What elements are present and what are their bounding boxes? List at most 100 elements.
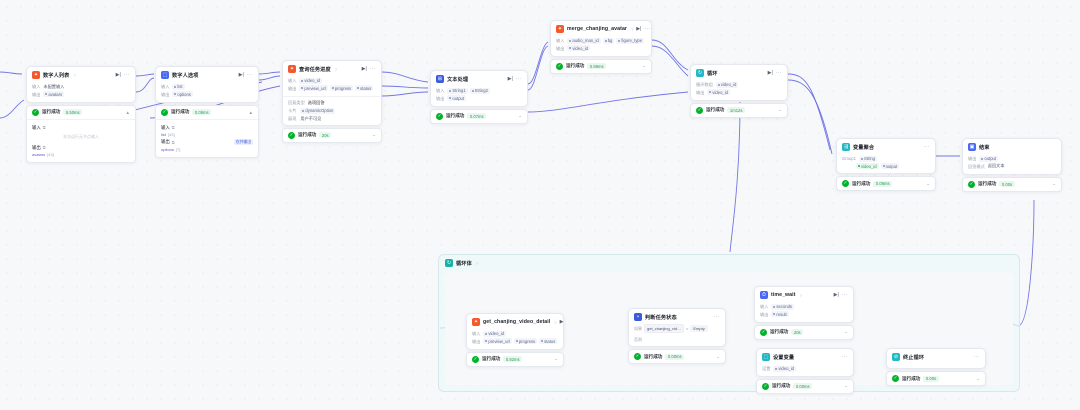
- more-icon[interactable]: ···: [775, 70, 782, 76]
- expand-icon[interactable]: ⌄: [976, 375, 980, 381]
- condition-right[interactable]: Empty: [690, 325, 708, 332]
- status-header[interactable]: ✓ 运行成功 0.00s ⌄: [887, 372, 985, 385]
- collapse-icon[interactable]: ▲: [125, 109, 130, 115]
- run-icon[interactable]: ▶|: [115, 72, 121, 78]
- expand-icon[interactable]: ⌄: [844, 383, 848, 389]
- status-header[interactable]: ✓ 运行成功 0.07ms ⌄: [431, 110, 527, 123]
- node-digital-human-list[interactable]: ✦ 数字人列表 ? ▶|··· 输入 未配置输入 输出 avatars ✓ 运行…: [26, 66, 136, 164]
- more-icon[interactable]: ···: [841, 292, 848, 298]
- node-merge-chanjing-avatar[interactable]: ✦ merge_chanjing_avatar ? ▶|··· 输入 audio…: [550, 20, 652, 74]
- run-icon[interactable]: ▶|: [361, 66, 367, 72]
- expand-icon[interactable]: ⌄: [518, 113, 522, 119]
- status-header[interactable]: ✓ 运行成功 0.89ms ⌄: [551, 60, 651, 73]
- expand-icon[interactable]: ⌄: [642, 63, 646, 69]
- node-end[interactable]: ▣ 结束 输出 output 回答模式 返回文本 ✓ 运行成功 0.00s ⌄: [962, 138, 1062, 192]
- node-digital-human-options[interactable]: ⬚ 数字人选项 ▶|··· 输入 list 输出 options ✓ 运行成功 …: [155, 66, 259, 158]
- status-header[interactable]: ✓ 运行成功 5.50ms ▲: [27, 106, 135, 119]
- run-icon[interactable]: ▶|: [636, 26, 642, 32]
- help-icon[interactable]: ?: [631, 26, 634, 32]
- node-card[interactable]: ⬚ 设置变量 ··· 设置 video_id: [756, 348, 854, 377]
- expand-icon[interactable]: ⌄: [778, 107, 782, 113]
- expand-icon[interactable]: ⌄: [926, 180, 930, 186]
- node-card[interactable]: ✦ 查询任务进度 ? ▶|··· 输入 video_id 输出 preview_…: [282, 60, 382, 126]
- node-judge-task-status[interactable]: ⑂ 判断任务状态 ··· 如果 get_chanjing_vid… = Empt…: [628, 308, 726, 364]
- node-status[interactable]: ✓ 运行成功 0.00s ⌄: [886, 371, 986, 386]
- node-status[interactable]: ✓ 运行成功 5.50ms ▲ 输入⧉ 本次运行无节点输入 输出⧉ avatar…: [26, 104, 136, 164]
- node-status[interactable]: ✓ 运行成功 0.82ms ⌄: [466, 351, 564, 367]
- node-card[interactable]: ⇶ 变量聚合 ··· Group1 String video_id output: [836, 138, 936, 174]
- run-icon[interactable]: ▶|: [507, 76, 513, 82]
- node-card[interactable]: ⏱ time_wait ? ▶|··· 输入 seconds 输出 result: [754, 286, 854, 323]
- node-status[interactable]: ✓ 运行成功 20s ⌄: [282, 127, 382, 143]
- node-set-variable[interactable]: ⬚ 设置变量 ··· 设置 video_id ✓ 运行成功 0.00ms ⌄: [756, 348, 854, 394]
- node-status[interactable]: ✓ 运行成功 0.00ms ⌄: [756, 378, 854, 394]
- more-icon[interactable]: ···: [973, 354, 980, 360]
- more-icon[interactable]: ···: [923, 144, 930, 150]
- status-header[interactable]: ✓ 运行成功 0.08ms ▲: [156, 106, 258, 119]
- copy-icon[interactable]: ⧉: [42, 125, 46, 131]
- condition-left[interactable]: get_chanjing_vid…: [644, 324, 685, 333]
- node-card[interactable]: ✦ merge_chanjing_avatar ? ▶|··· 输入 audio…: [550, 20, 652, 57]
- expand-icon[interactable]: ⌄: [716, 353, 720, 359]
- node-card[interactable]: ↻ 循环 ▶|··· 循环数组 video_id 输出 video_id: [690, 64, 788, 101]
- node-status[interactable]: ✓ 运行成功 0.08ms ▲ 输入⧉ list[43] 输出⧉ 仅并输出 op…: [155, 104, 259, 158]
- copy-icon[interactable]: ⧉: [171, 139, 175, 145]
- copy-icon[interactable]: ⧉: [171, 125, 175, 131]
- status-header[interactable]: ✓ 运行成功 0.00ms ⌄: [757, 380, 853, 393]
- run-icon[interactable]: ▶|: [833, 292, 839, 298]
- status-header[interactable]: ✓ 运行成功 0.00s ⌄: [963, 178, 1061, 191]
- node-card[interactable]: ⑂ 判断任务状态 ··· 如果 get_chanjing_vid… = Empt…: [628, 308, 726, 347]
- status-header[interactable]: ✓ 运行成功 0.82ms ⌄: [467, 353, 563, 366]
- node-status[interactable]: ✓ 运行成功 1m12s ⌄: [690, 102, 788, 118]
- status-header[interactable]: ✓ 运行成功 1m12s ⌄: [691, 104, 787, 117]
- node-terminate-loop[interactable]: ⊘ 终止循环 ··· ✓ 运行成功 0.00s ⌄: [886, 348, 986, 386]
- node-status[interactable]: ✓ 运行成功 0.00ms ⌄: [628, 349, 726, 364]
- node-query-task-progress[interactable]: ✦ 查询任务进度 ? ▶|··· 输入 video_id 输出 preview_…: [282, 60, 382, 143]
- node-card[interactable]: ⬚ 数字人选项 ▶|··· 输入 list 输出 options: [155, 66, 259, 103]
- condition-operator[interactable]: =: [686, 326, 689, 331]
- help-icon[interactable]: ?: [475, 260, 479, 266]
- help-icon[interactable]: ?: [799, 292, 802, 298]
- node-time-wait[interactable]: ⏱ time_wait ? ▶|··· 输入 seconds 输出 result…: [754, 286, 854, 340]
- collapse-icon[interactable]: ▲: [248, 109, 253, 115]
- node-status[interactable]: ✓ 运行成功 20s ⌄: [754, 324, 854, 340]
- more-icon[interactable]: ···: [644, 26, 651, 32]
- node-status[interactable]: ✓ 运行成功 0.89ms ⌄: [550, 58, 652, 74]
- more-icon[interactable]: ···: [123, 72, 130, 78]
- expand-icon[interactable]: ⌄: [1052, 181, 1056, 187]
- node-status[interactable]: ✓ 运行成功 0.07ms ⌄: [430, 108, 528, 124]
- node-text-processing[interactable]: ⊞ 文本处理 ▶|··· 输入 String1 String2 输出 outpu…: [430, 70, 528, 124]
- node-card[interactable]: ✦ get_chanjing_video_detail ? ▶|··· 输入 v…: [466, 313, 564, 350]
- more-icon[interactable]: ···: [246, 72, 253, 78]
- expand-icon[interactable]: ⌄: [372, 132, 376, 138]
- node-card[interactable]: ▣ 结束 输出 output 回答模式 返回文本: [962, 138, 1062, 175]
- status-header[interactable]: ✓ 运行成功 0.00ms ⌄: [629, 350, 725, 363]
- status-header[interactable]: ✓ 运行成功 0.06ms ⌄: [837, 177, 935, 190]
- expand-icon[interactable]: ⌄: [844, 329, 848, 335]
- help-icon[interactable]: ?: [334, 66, 337, 72]
- more-icon[interactable]: ···: [369, 66, 376, 72]
- node-card[interactable]: ⊘ 终止循环 ···: [886, 348, 986, 369]
- node-get-chanjing-video-detail[interactable]: ✦ get_chanjing_video_detail ? ▶|··· 输入 v…: [466, 313, 564, 367]
- duration-badge: 0.00ms: [665, 353, 685, 360]
- expand-icon[interactable]: ⌄: [554, 356, 558, 362]
- help-icon[interactable]: ?: [73, 72, 76, 78]
- more-icon[interactable]: ···: [841, 354, 848, 360]
- node-card[interactable]: ✦ 数字人列表 ? ▶|··· 输入 未配置输入 输出 avatars: [26, 66, 136, 103]
- help-icon[interactable]: ?: [554, 319, 557, 325]
- run-icon[interactable]: ▶|: [238, 72, 244, 78]
- copy-icon[interactable]: ⧉: [42, 145, 46, 151]
- node-loop[interactable]: ↻ 循环 ▶|··· 循环数组 video_id 输出 video_id ✓ 运…: [690, 64, 788, 118]
- run-icon[interactable]: ▶|: [559, 319, 564, 325]
- run-icon[interactable]: ▶|: [767, 70, 773, 76]
- status-header[interactable]: ✓ 运行成功 20s ⌄: [755, 326, 853, 339]
- status-header[interactable]: ✓ 运行成功 20s ⌄: [283, 129, 381, 142]
- node-card[interactable]: ⊞ 文本处理 ▶|··· 输入 String1 String2 输出 outpu…: [430, 70, 528, 107]
- io-chip: list: [172, 83, 185, 90]
- node-status[interactable]: ✓ 运行成功 0.06ms ⌄: [836, 176, 936, 191]
- node-status[interactable]: ✓ 运行成功 0.00s ⌄: [962, 176, 1062, 192]
- more-icon[interactable]: ···: [713, 314, 720, 320]
- more-icon[interactable]: ···: [515, 76, 522, 82]
- node-variable-aggregation[interactable]: ⇶ 变量聚合 ··· Group1 String video_id output…: [836, 138, 936, 191]
